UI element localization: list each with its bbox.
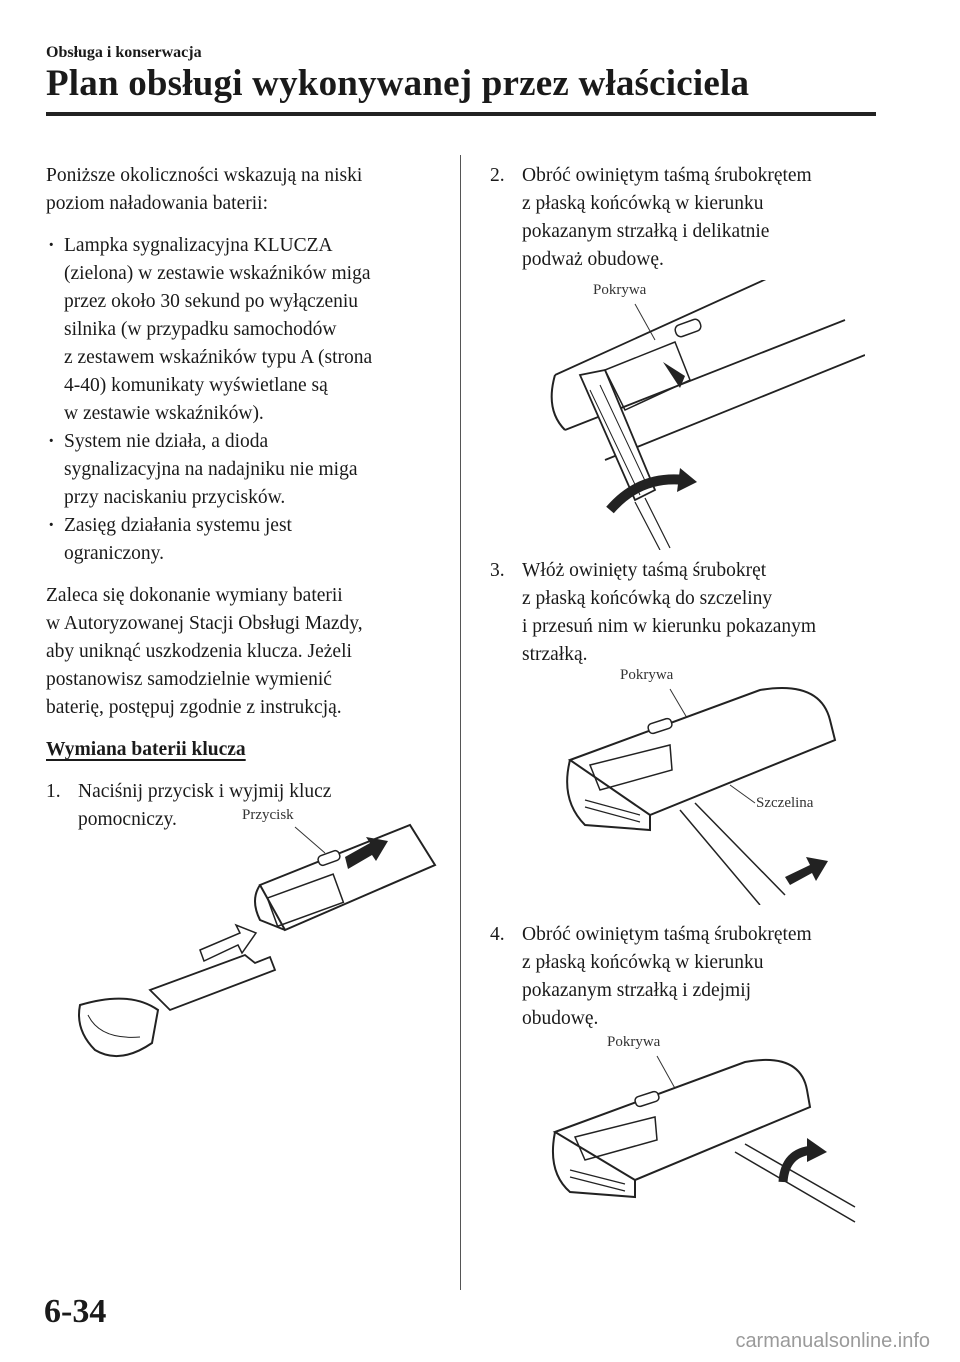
figure-remove-cover: Pokrywa (545, 1032, 865, 1242)
remote-remove-illustration (551, 1055, 856, 1223)
section-label: Obsługa i konserwacja (46, 44, 202, 61)
step-number: 3. (490, 560, 505, 581)
recommendation-line: Zaleca się dokonanie wymiany baterii (46, 585, 343, 606)
step-line: Obróć owiniętym taśmą śrubokrętem (522, 165, 812, 186)
step-line: obudowę. (522, 1008, 599, 1029)
bullet-line: 4-40) komunikaty wyświetlane są (64, 375, 328, 396)
step-1: 1. Naciśnij przycisk i wyjmij klucz pomo… (46, 778, 446, 834)
bullet-line: sygnalizacyjna na nadajniku nie miga (64, 459, 358, 480)
step-number: 1. (46, 781, 61, 802)
label-button: Przycisk (242, 807, 294, 823)
label-cover: Pokrywa (620, 667, 674, 683)
step-line: pomocniczy. (78, 809, 177, 830)
bullet-line: przy naciskaniu przycisków. (64, 487, 286, 508)
bullet-item: System nie działa, a dioda sygnalizacyjn… (46, 428, 446, 512)
figure-slide-slot: Pokrywa Szczelina (560, 665, 860, 906)
bullet-line: w zestawie wskaźników). (64, 403, 264, 424)
watermark: carmanualsonline.info (735, 1330, 930, 1352)
bullet-line: z zestawem wskaźników typu A (strona (64, 347, 373, 368)
column-divider (460, 155, 461, 1290)
page-title: Plan obsługi wykonywanej przez właścicie… (46, 63, 750, 104)
label-cover: Pokrywa (593, 282, 647, 298)
remote-pry-illustration (550, 274, 866, 551)
right-column: 2. Obróć owiniętym taśmą śrubokrętem z p… (490, 162, 890, 274)
step-3: 3. Włóż owinięty taśmą śrubokręt z płask… (490, 557, 890, 669)
bullet-line: ograniczony. (64, 543, 164, 564)
subheading: Wymiana baterii klucza (46, 739, 246, 760)
right-column-step3: 3. Włóż owinięty taśmą śrubokręt z płask… (490, 557, 890, 669)
step-line: z płaską końcówką w kierunku (522, 193, 764, 214)
recommendation-line: aby uniknąć uszkodzenia klucza. Jeżeli (46, 641, 352, 662)
step-line: z płaską końcówką w kierunku (522, 952, 764, 973)
label-slot: Szczelina (756, 795, 814, 811)
bullet-item: Zasięg działania systemu jest ograniczon… (46, 512, 446, 568)
bullet-line: silnika (w przypadku samochodów (64, 319, 337, 340)
step-line: Obróć owiniętym taśmą śrubokrętem (522, 924, 812, 945)
step-number: 4. (490, 924, 505, 945)
right-column-step4: 4. Obróć owiniętym taśmą śrubokrętem z p… (490, 921, 890, 1033)
title-divider (46, 112, 876, 116)
figure-pry-cover: Pokrywa (545, 274, 866, 551)
bullet-line: Lampka sygnalizacyjna KLUCZA (64, 235, 333, 256)
recommendation-line: w Autoryzowanej Stacji Obsługi Mazdy, (46, 613, 363, 634)
step-line: pokazanym strzałką i delikatnie (522, 221, 770, 242)
intro-line: Poniższe okoliczności wskazują na niski (46, 165, 363, 186)
bullet-line: przez około 30 sekund po wyłączeniu (64, 291, 359, 312)
step-number: 2. (490, 165, 505, 186)
remote-slot-illustration (566, 687, 837, 906)
bullet-item: Lampka sygnalizacyjna KLUCZA (zielona) w… (46, 232, 446, 428)
step-4: 4. Obróć owiniętym taśmą śrubokrętem z p… (490, 921, 890, 1033)
step-line: i przesuń nim w kierunku pokazanym (522, 616, 817, 637)
key-illustration (78, 823, 437, 1058)
intro-line: poziom naładowania baterii: (46, 193, 269, 214)
recommendation-line: baterię, postępuj zgodnie z instrukcją. (46, 697, 342, 718)
page-number: 6-34 (44, 1293, 107, 1330)
bullet-line: Zasięg działania systemu jest (64, 515, 292, 536)
bullet-line: (zielona) w zestawie wskaźników miga (64, 263, 371, 284)
step-line: strzałką. (522, 644, 588, 665)
step-2: 2. Obróć owiniętym taśmą śrubokrętem z p… (490, 162, 890, 274)
bullet-line: System nie działa, a dioda (64, 431, 269, 452)
label-cover: Pokrywa (607, 1034, 661, 1050)
step-line: Włóż owinięty taśmą śrubokręt (522, 560, 767, 581)
recommendation-line: postanowisz samodzielnie wymienić (46, 669, 332, 690)
left-column: Poniższe okoliczności wskazują na niski … (46, 162, 446, 834)
figure-remove-key: Przycisk (70, 805, 440, 1070)
step-line: podważ obudowę. (522, 249, 664, 270)
step-line: pokazanym strzałką i zdejmij (522, 980, 752, 1001)
step-line: z płaską końcówką do szczeliny (522, 588, 773, 609)
step-line: Naciśnij przycisk i wyjmij klucz (78, 781, 332, 802)
